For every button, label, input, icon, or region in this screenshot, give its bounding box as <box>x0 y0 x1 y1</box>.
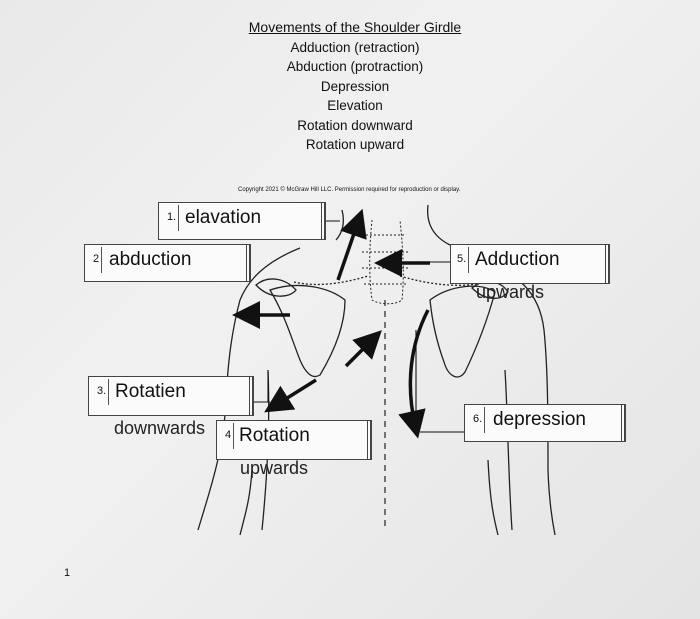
label-box-abduction: 2 abduction <box>84 244 247 282</box>
movement-item: Rotation downward <box>297 117 413 133</box>
neck-outline-left <box>335 209 344 241</box>
rotation-downward-arrow <box>264 378 317 413</box>
movement-item: Depression <box>320 78 390 94</box>
elevation-arrow <box>336 208 367 281</box>
handwritten-note: downwards <box>114 418 206 438</box>
label-box-rotation-upwards: 4 Rotation <box>216 420 368 460</box>
label-box-elevation: 1. elavation <box>158 202 322 240</box>
page-number: 1 <box>64 567 71 579</box>
movement-item: Abduction (protraction) <box>286 59 424 74</box>
label-box-adduction: 5. Adduction <box>450 244 606 284</box>
left-clavicle <box>293 275 369 286</box>
label-text: abduction <box>109 249 192 270</box>
label-box-depression: 6. depression <box>464 404 622 442</box>
movement-item: Adduction (retraction) <box>290 39 420 55</box>
label-number: 4 <box>225 423 235 449</box>
right-arm-inner <box>504 369 513 531</box>
label-number: 1. <box>167 205 180 231</box>
movement-item: Elevation <box>327 98 383 113</box>
right-clavicle <box>399 275 477 286</box>
label-number: 6. <box>473 407 486 433</box>
label-text: Adduction <box>475 249 560 270</box>
left-scapula <box>269 284 346 378</box>
label-text: Rotatien <box>115 381 186 402</box>
label-number: 5. <box>457 247 470 273</box>
left-forearm <box>239 469 253 536</box>
label-text: depression <box>493 409 586 430</box>
label-number: 3. <box>97 379 110 405</box>
left-acromion <box>255 278 297 297</box>
right-forearm <box>487 459 499 536</box>
movement-list: Movements of the Shoulder Girdle Adducti… <box>240 18 470 155</box>
page-title: Movements of the Shoulder Girdle <box>248 19 462 35</box>
copyright-notice: Copyright 2021 © McGraw Hill LLC. Permis… <box>238 187 461 193</box>
label-text: Rotation <box>239 425 310 446</box>
rotation-upward-arrow <box>344 330 382 368</box>
left-arm-outline <box>197 247 301 531</box>
label-box-rotation-downwards: 3. Rotatien <box>88 376 250 416</box>
movement-item: Rotation upward <box>305 137 405 152</box>
right-arm-outline <box>469 257 556 536</box>
right-scapula <box>429 285 496 378</box>
handwritten-note: upwards <box>476 282 545 302</box>
depression-arrow <box>398 309 430 439</box>
handwritten-note: upwards <box>240 458 309 478</box>
label-number: 2 <box>93 247 103 273</box>
neck-outline-right <box>426 204 451 246</box>
label-text: elavation <box>185 207 262 228</box>
